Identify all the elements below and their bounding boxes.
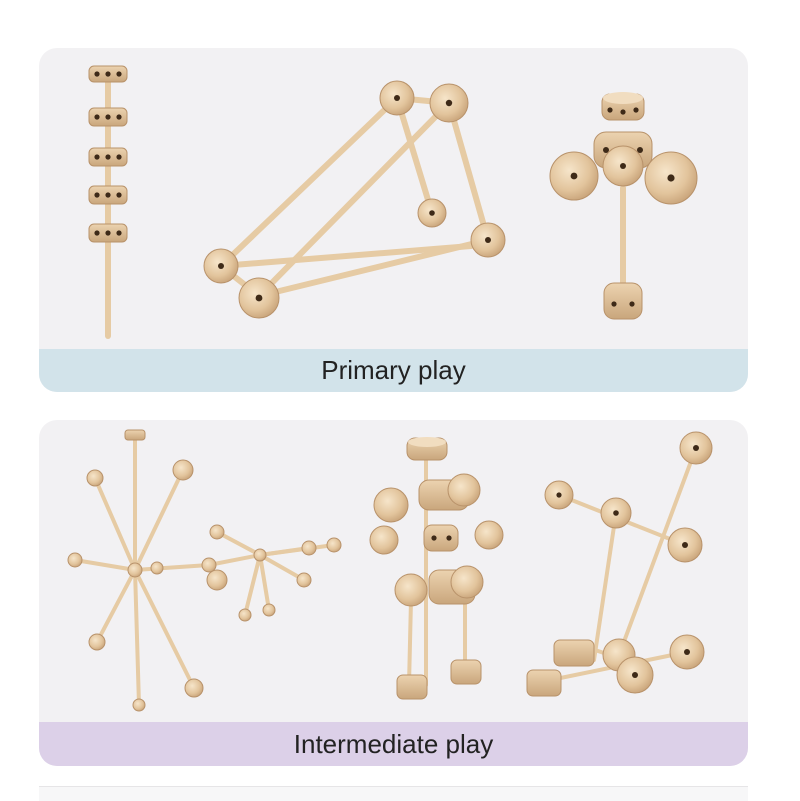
primary-play-label-bar: Primary play [39, 349, 748, 392]
stacked-column-model [88, 65, 128, 243]
triangle-frame-model [203, 80, 506, 319]
figure-model [549, 92, 698, 320]
intermediate-play-label: Intermediate play [293, 728, 494, 759]
robot-model [369, 437, 504, 700]
next-card-edge [39, 786, 748, 801]
small-star-model [206, 524, 342, 622]
primary-play-label: Primary play [321, 355, 466, 385]
cart-frame-model [526, 431, 713, 697]
primary-play-card: Primary play [39, 48, 748, 392]
intermediate-play-card: Intermediate play [39, 420, 748, 766]
intermediate-play-image [67, 429, 713, 712]
intermediate-play-label-bar: Intermediate play [39, 722, 748, 766]
primary-play-image [88, 65, 698, 339]
star-burst-model [67, 429, 217, 712]
